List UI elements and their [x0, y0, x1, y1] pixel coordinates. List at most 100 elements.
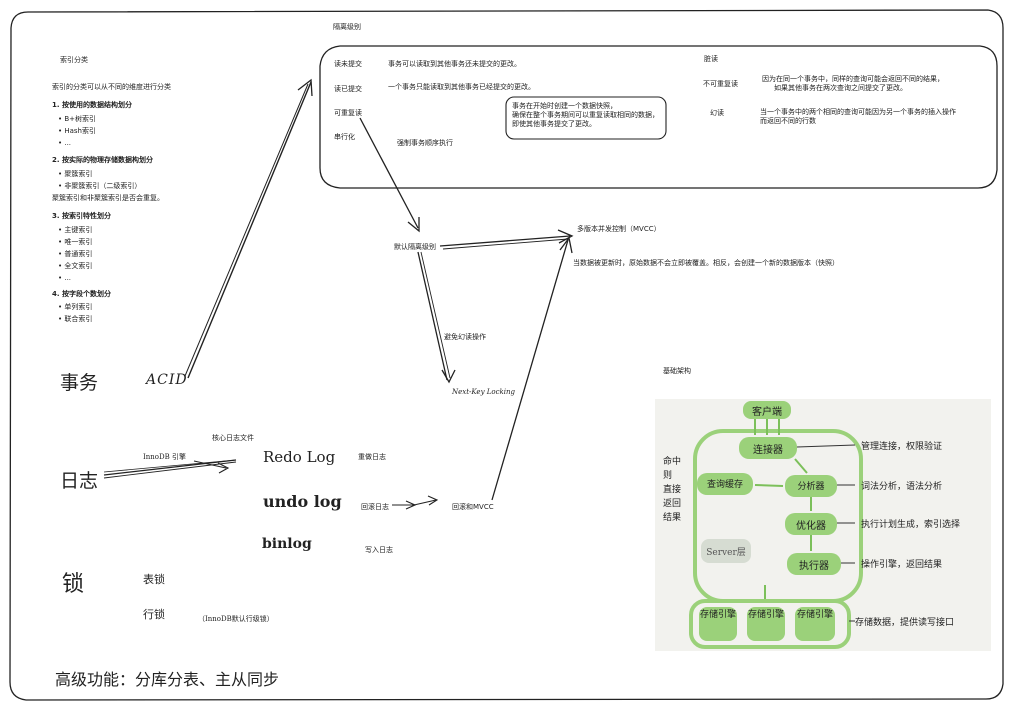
ph-desc-line: 而返回不同的行数 — [760, 117, 816, 125]
executor-note: 操作引擎，返回结果 — [861, 560, 943, 570]
cache-hit-line: 命中 — [663, 457, 682, 467]
avoid-phantom-label: 避免幻读操作 — [444, 333, 486, 341]
connector-note: 管理连接，权限验证 — [861, 442, 943, 452]
level-serializable: 串行化 — [334, 133, 355, 141]
table-lock-label: 表锁 — [143, 573, 165, 586]
list-item: • 普通索引 — [58, 250, 93, 258]
list-item: • 联合索引 — [58, 315, 93, 323]
query-cache-node: 查询缓存 — [706, 480, 743, 490]
level-serializable-desc: 强制事务顺序执行 — [397, 139, 453, 147]
ph-desc-line: 当一个事务中的两个相同的查询可能因为另一个事务的插入操作 — [760, 108, 956, 116]
index-group-heading: 4. 按字段个数划分 — [52, 290, 111, 298]
list-item-label: ... — [64, 274, 72, 282]
cache-hit-note: 命中 则 直接 返回 结果 — [663, 455, 681, 525]
anomaly-phantom: 幻读 — [710, 109, 724, 117]
list-item: • 非聚簇索引（二级索引） — [58, 182, 142, 190]
index-group-heading: 2. 按实际的物理存储数据构划分 — [52, 156, 153, 164]
analyzer-node: 分析器 — [797, 482, 825, 492]
mvcc-desc: 当数据被更新时，原始数据不会立即被覆盖。相反，会创建一个新的数据版本（快照） — [573, 259, 839, 267]
rr-desc-line: 即使其他事务提交了更改。 — [512, 120, 596, 128]
architecture-title: 基础架构 — [663, 367, 691, 375]
client-node: 客户端 — [752, 407, 782, 418]
anomaly-non-repeatable-desc: 因为在同一个事务中，同样的查询可能会返回不同的结果， 如果其他事务在两次查询之间… — [762, 75, 944, 93]
index-title: 索引分类 — [60, 56, 88, 64]
isolation-title: 隔离级别 — [333, 23, 361, 31]
list-item-label: 联合索引 — [64, 315, 93, 323]
list-item: • 聚簇索引 — [58, 170, 93, 178]
list-item-label: 普通索引 — [64, 250, 93, 258]
list-item-label: 唯一索引 — [64, 238, 93, 246]
innodb-label: InnoDB 引擎 — [143, 453, 186, 461]
core-log-files-label: 核心日志文件 — [212, 434, 254, 442]
level-repeatable-read: 可重复读 — [334, 109, 362, 117]
index-group-list: • B+树索引 • Hash索引 • ... — [58, 113, 96, 149]
mvcc-label: 多版本并发控制（MVCC） — [577, 225, 661, 233]
list-item: • Hash索引 — [58, 127, 96, 135]
level-repeatable-read-desc: 事务在开始时创建一个数据快照， 确保在整个事务期间可以重复读取相同的数据， 即使… — [512, 102, 659, 129]
next-key-label: Next-Key Locking — [452, 388, 516, 396]
acid-label: ACID — [146, 372, 188, 388]
list-item-label: 单列索引 — [64, 303, 93, 311]
rr-desc-line: 确保在整个事务期间可以重复读取相同的数据， — [512, 111, 659, 119]
cache-hit-line: 结果 — [663, 513, 682, 523]
undo-log-desc: 回滚日志 — [361, 503, 389, 511]
list-item-label: 主键索引 — [64, 226, 93, 234]
level-read-committed-desc: 一个事务只能读取到其他事务已经提交的更改。 — [388, 83, 535, 91]
engine-node: 存储引擎 — [699, 610, 736, 620]
analyzer-note: 词法分析，语法分析 — [861, 482, 943, 492]
level-read-uncommitted-desc: 事务可以读取到其他事务还未提交的更改。 — [388, 60, 521, 68]
list-item-label: Hash索引 — [64, 127, 96, 135]
anomaly-phantom-desc: 当一个事务中的两个相同的查询可能因为另一个事务的插入操作 而返回不同的行数 — [760, 108, 956, 126]
anomaly-non-repeatable: 不可重复读 — [703, 80, 738, 88]
level-read-uncommitted: 读未提交 — [334, 60, 362, 68]
level-read-committed: 读已提交 — [334, 85, 362, 93]
index-group-list: • 主键索引 • 唯一索引 • 普通索引 • 全文索引 • ... — [58, 224, 92, 284]
optimizer-note: 执行计划生成，索引选择 — [861, 520, 961, 530]
list-item: • ... — [58, 139, 72, 147]
list-item: • 全文索引 — [58, 262, 93, 270]
engine-node: 存储引擎 — [796, 610, 833, 620]
list-item-label: 全文索引 — [64, 262, 93, 270]
index-group-list: • 聚簇索引 • 非聚簇索引（二级索引） — [58, 168, 141, 192]
binlog-label: binlog — [262, 536, 312, 552]
redo-log-desc: 重做日志 — [358, 453, 386, 461]
list-item: • B+树索引 — [58, 115, 97, 123]
nr-desc-line: 如果其他事务在两次查询之间提交了更改。 — [774, 84, 907, 92]
default-isolation-label: 默认隔离级别 — [394, 243, 436, 251]
rollback-mvcc-label: 回滚和MVCC — [452, 503, 494, 511]
row-lock-note: （InnoDB默认行级锁） — [198, 615, 274, 623]
log-label: 日志 — [60, 470, 99, 492]
index-group-note: 聚簇索引和非聚簇索引是否会重复。 — [52, 194, 164, 202]
architecture-shapes — [689, 401, 863, 649]
list-item-label: B+树索引 — [64, 115, 97, 123]
engine-node: 存储引擎 — [747, 610, 784, 620]
index-group-heading: 3. 按索引特性划分 — [52, 212, 111, 220]
server-layer-label: Server层 — [706, 548, 746, 558]
row-lock-label: 行锁 — [143, 608, 165, 621]
undo-log-label: undo log — [263, 492, 342, 511]
list-item-label: 聚簇索引 — [64, 170, 93, 178]
transaction-label: 事务 — [60, 372, 99, 394]
list-item: • 主键索引 — [58, 226, 93, 234]
lock-label: 锁 — [62, 572, 85, 597]
binlog-desc: 写入日志 — [365, 546, 393, 554]
optimizer-node: 优化器 — [796, 521, 826, 532]
executor-node: 执行器 — [799, 561, 829, 572]
redo-log-label: Redo Log — [263, 448, 336, 466]
list-item: • 唯一索引 — [58, 238, 93, 246]
cache-hit-line: 直接 — [663, 485, 682, 495]
index-group-list: • 单列索引 • 联合索引 — [58, 301, 92, 325]
list-item: • 单列索引 — [58, 303, 93, 311]
anomaly-dirty-read: 脏读 — [704, 55, 718, 63]
cache-hit-line: 则 — [663, 471, 673, 481]
nr-desc-line: 因为在同一个事务中，同样的查询可能会返回不同的结果， — [762, 75, 944, 83]
index-intro: 索引的分类可以从不同的维度进行分类 — [52, 83, 171, 91]
list-item: • ... — [58, 274, 72, 282]
architecture-image: 客户端 连接器 查询缓存 分析器 优化器 执行器 Server层 存储引擎 存储… — [655, 399, 991, 651]
advanced-features: 高级功能：分库分表、主从同步 — [55, 670, 280, 689]
list-item-label: 非聚簇索引（二级索引） — [64, 182, 142, 190]
connector-node: 连接器 — [753, 445, 783, 456]
cache-hit-line: 返回 — [663, 499, 682, 509]
list-item-label: ... — [64, 139, 72, 147]
